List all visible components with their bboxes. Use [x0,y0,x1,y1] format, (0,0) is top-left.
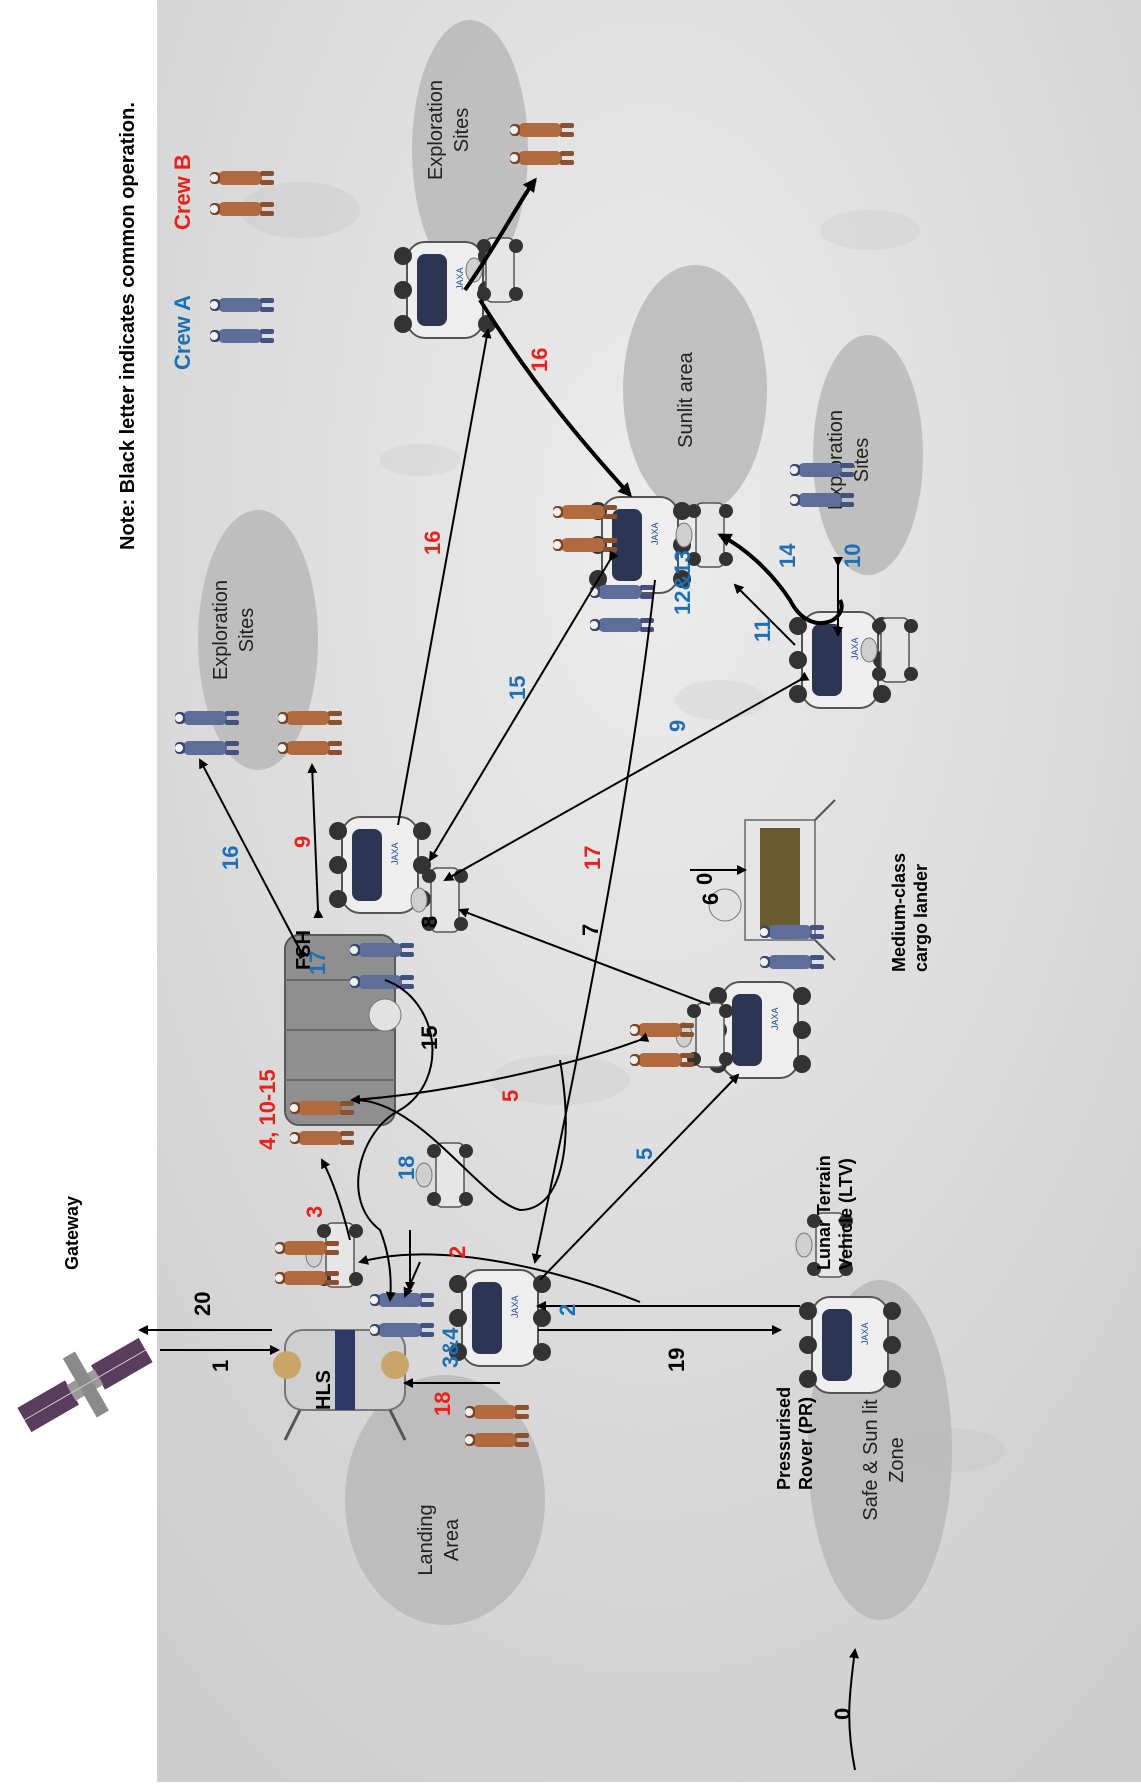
step-label-s8: 8 [417,916,442,928]
arrow-step-0-left [848,1648,859,1771]
zones [198,20,952,1625]
step-label-s14: 14 [775,543,800,568]
step-label-s18-red: 18 [430,1392,455,1416]
step-label-s5-blue: 5 [632,1148,657,1160]
arrow-step-18-blue [354,1059,567,1212]
arrow-step-16-red-top-lower [478,298,633,498]
arrow-step-16-red-top [463,177,537,292]
step-label-s9-red: 9 [290,836,315,848]
exploration-top-zone [412,20,528,280]
crew-a-legend-label: Crew A [170,295,195,370]
step-labels: 1 20 3 2 2 3&4 18 19 0 0 4, 10-15 17 15 18 5 5 7 8 6 16 9 16 1… [190,348,865,1720]
arrow-step-9-blue [443,671,810,881]
step-label-s2-red: 2 [445,1246,470,1258]
step-label-s20: 20 [190,1292,215,1316]
step-label-s15-blue: 15 [505,676,530,700]
arrow-step-9-red [307,763,324,919]
exploration-right-zone [813,335,923,575]
arrow-step-14 [717,533,844,625]
arrow-step-7 [458,908,711,1006]
step-label-s0-left: 0 [830,1708,855,1720]
hls-lander-icon [273,1329,409,1441]
arrow-step-3and4-down [403,1261,421,1298]
arrow-step-2-red [358,1253,641,1303]
step-label-s5-red: 5 [498,1090,523,1102]
flow-arrows [138,177,859,1771]
step-label-s2-blue: 2 [555,1304,580,1316]
step-label-s17-red: 17 [580,846,605,870]
legend: Crew A Crew B [170,154,195,370]
step-label-s3and4: 3&4 [438,1327,463,1368]
arrow-step-16-blue [199,758,309,960]
step-label-s11: 11 [750,619,775,642]
note-label: Note: Black letter indicates common oper… [117,102,139,550]
arrow-step-5-red [350,1032,650,1105]
step-label-s4-1015: 4, 10-15 [255,1069,280,1150]
arrow-step-11 [733,583,796,646]
sunlit-zone [623,265,767,515]
step-label-s6: 6 [698,893,723,905]
gateway-label: Gateway [62,1196,82,1270]
step-label-s17-blue: 17 [305,951,330,975]
moon-surface-background [157,0,1141,1782]
fsh-label: FSH [293,930,315,970]
pr-safe-zone-icon [798,1296,902,1394]
step-label-s18-blue: 18 [394,1156,419,1180]
hls-label: HLS [313,1370,335,1410]
note-text: Note: Black letter indicates common oper… [95,30,139,1130]
arrow-step-3 [321,1158,351,1241]
step-label-s9-blue: 9 [665,720,690,732]
arrow-step-5-blue [539,1073,740,1281]
step-label-s10: 10 [840,544,865,568]
gateway-icon [17,1337,153,1433]
step-label-s0-cargo: 0 [692,873,717,885]
exploration-left-zone [198,510,318,770]
step-label-s15-black: 15 [417,1026,442,1050]
step-label-s16-red-top: 16 [527,348,552,372]
step-label-s7: 7 [578,924,603,936]
sunlit-area-label: Sunlit area [675,351,697,447]
arrow-step-15-black [357,979,434,1302]
crew-b-legend-label: Crew B [170,154,195,230]
step-label-s1: 1 [208,1360,233,1372]
step-label-s3: 3 [302,1206,327,1218]
step-label-s19: 19 [664,1348,689,1372]
step-label-s16-red-mid: 16 [420,531,445,555]
step-label-s16-blue: 16 [218,846,243,870]
pr-landing-icon [448,1269,552,1367]
step-label-s12and13: 12&13 [670,550,695,615]
